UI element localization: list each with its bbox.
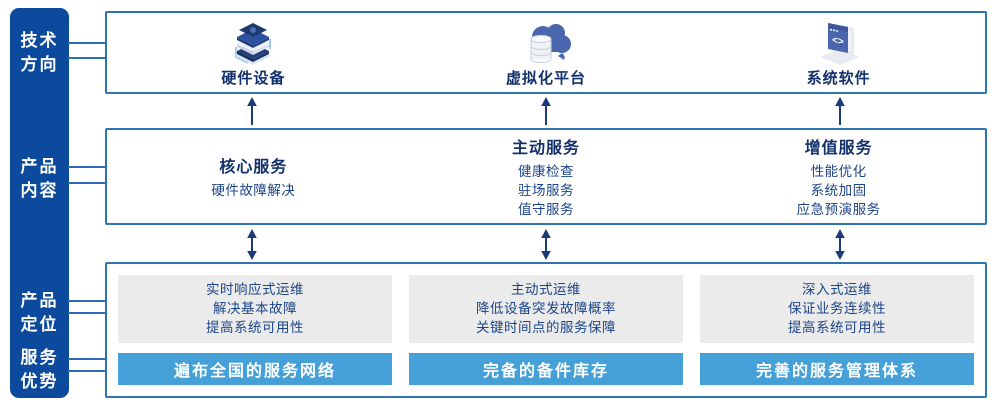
positioning-line: 提高系统可用性: [788, 320, 886, 336]
connector-line: [68, 166, 107, 168]
tech-item-virtualization: 虚拟化平台: [400, 13, 693, 92]
up-arrow-icon: [105, 96, 399, 126]
double-arrow-icon: [105, 229, 399, 260]
service-column-proactive: 主动服务 健康检查 驻场服务 值守服务: [400, 130, 693, 223]
connector-line: [68, 370, 107, 372]
up-arrow-icon: [399, 96, 693, 126]
service-item: 健康检查: [518, 164, 574, 179]
service-item: 驻场服务: [518, 183, 574, 198]
tech-label-virtualization: 虚拟化平台: [506, 70, 587, 87]
advantage-bar: 完善的服务管理体系: [700, 352, 974, 385]
positioning-column-realtime: 实时响应式运维 解决基本故障 提高系统可用性 遍布全国的服务网络: [118, 275, 392, 385]
tech-label-system-software: 系统软件: [806, 70, 871, 87]
connector-line: [68, 182, 107, 184]
advantage-bar: 完备的备件库存: [409, 352, 683, 385]
connector-line: [68, 57, 107, 59]
connector-line: [68, 300, 107, 302]
connector-line: [68, 358, 107, 360]
service-item: 性能优化: [810, 164, 867, 179]
tech-direction-panel: 硬件设备 虚拟化平台: [105, 11, 987, 94]
service-column-value-added: 增值服务 性能优化 系统加固 应急预演服务: [692, 130, 985, 223]
positioning-line: 深入式运维: [802, 282, 872, 298]
positioning-box: 深入式运维 保证业务连续性 提高系统可用性: [700, 275, 974, 343]
positioning-line: 实时响应式运维: [206, 282, 304, 298]
connector-line: [68, 312, 107, 314]
cloud-database-icon: [515, 17, 577, 65]
positioning-box: 实时响应式运维 解决基本故障 提高系统可用性: [118, 275, 392, 343]
arrow-row-double: [105, 229, 987, 260]
positioning-line: 降低设备突发故障概率: [476, 301, 616, 317]
svg-text:<>: <>: [832, 35, 844, 48]
service-item: 应急预演服务: [796, 202, 881, 217]
product-content-panel: 核心服务 硬件故障解决 主动服务 健康检查 驻场服务 值守服务 增值服务 性能优…: [105, 128, 987, 225]
service-title: 主动服务: [512, 140, 581, 157]
service-item: 系统加固: [810, 183, 867, 198]
server-stack-icon: [222, 17, 284, 65]
arrow-row-up: [105, 96, 987, 126]
service-title: 增值服务: [804, 140, 873, 157]
tech-item-system-software: <> 系统软件: [692, 13, 985, 92]
service-item: 硬件故障解决: [211, 183, 296, 198]
advantage-bar: 遍布全国的服务网络: [118, 352, 392, 385]
double-arrow-icon: [399, 229, 693, 260]
sidebar-label-service-advantage: 服务 优势: [20, 348, 59, 391]
positioning-column-proactive: 主动式运维 降低设备突发故障概率 关键时间点的服务保障 完备的备件库存: [409, 275, 683, 385]
code-window-icon: <>: [808, 17, 870, 65]
service-item: 值守服务: [518, 202, 574, 217]
tech-label-hardware: 硬件设备: [221, 70, 286, 87]
sidebar-label-product-positioning: 产品 定位: [20, 291, 59, 334]
positioning-line: 提高系统可用性: [206, 320, 304, 336]
tech-item-hardware: 硬件设备: [107, 13, 400, 92]
positioning-line: 保证业务连续性: [788, 301, 886, 317]
connector-line: [68, 42, 107, 44]
service-title: 核心服务: [219, 159, 288, 176]
positioning-column-deep: 深入式运维 保证业务连续性 提高系统可用性 完善的服务管理体系: [700, 275, 974, 385]
positioning-line: 关键时间点的服务保障: [476, 320, 616, 336]
positioning-line: 主动式运维: [511, 282, 581, 298]
positioning-line: 解决基本故障: [213, 301, 297, 317]
sidebar: 技术 方向 产品 内容 产品 定位 服务 优势: [10, 8, 69, 398]
service-column-core: 核心服务 硬件故障解决: [107, 130, 400, 223]
sidebar-label-product-content: 产品 内容: [20, 157, 59, 200]
positioning-box: 主动式运维 降低设备突发故障概率 关键时间点的服务保障: [409, 275, 683, 343]
sidebar-label-tech-direction: 技术 方向: [20, 31, 59, 74]
product-positioning-panel: 实时响应式运维 解决基本故障 提高系统可用性 遍布全国的服务网络 主动式运维 降…: [105, 262, 987, 398]
up-arrow-icon: [693, 96, 987, 126]
double-arrow-icon: [693, 229, 987, 260]
